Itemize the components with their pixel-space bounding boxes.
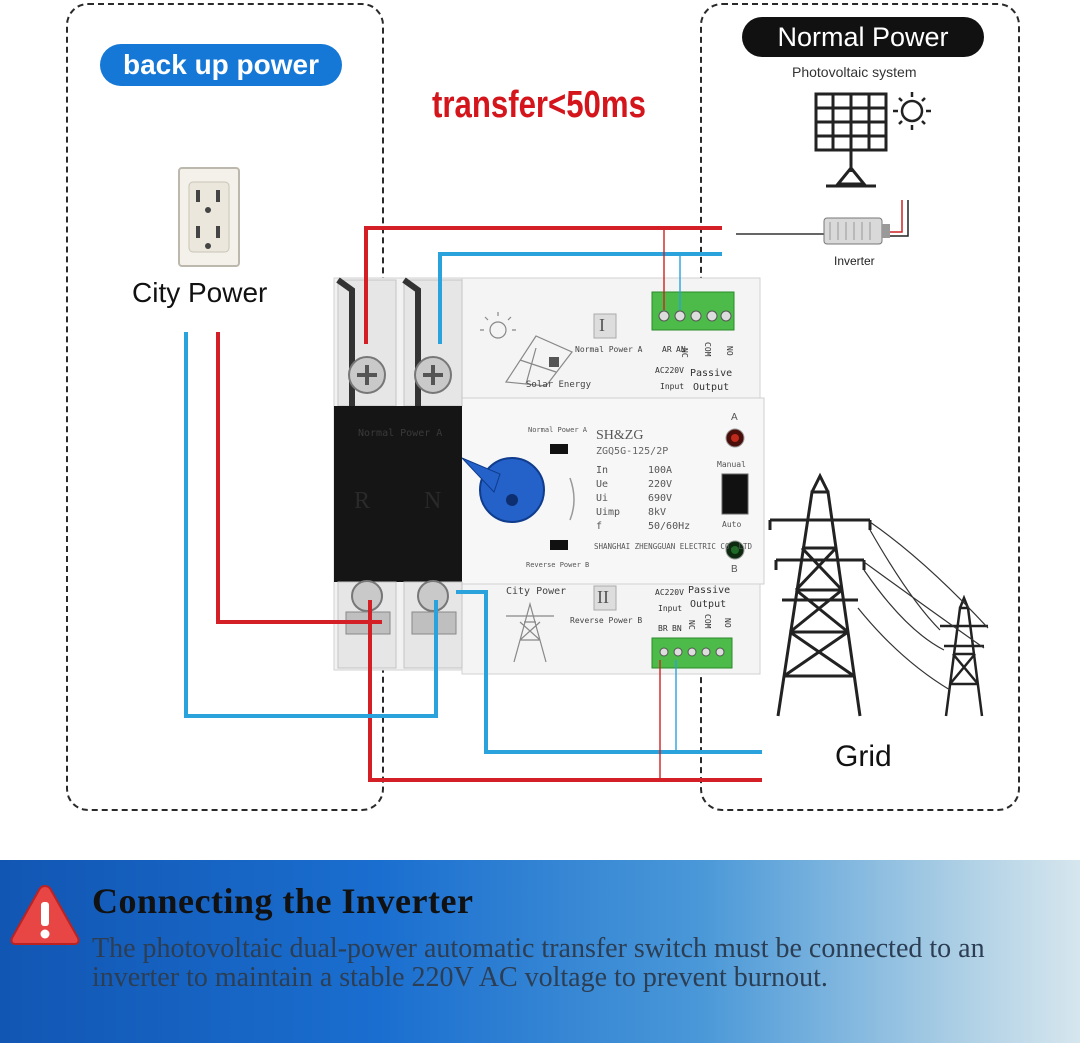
- terminal-bottom-com: COM: [703, 614, 712, 629]
- photovoltaic-system-label: Photovoltaic system: [792, 64, 917, 80]
- sun-icon: [893, 92, 931, 130]
- solar-panel-icon: [814, 92, 888, 188]
- transfer-switch-body: [333, 277, 765, 675]
- terminal-bottom-nc: NC: [687, 620, 696, 630]
- section-ii-label: II: [597, 587, 609, 607]
- banner-title: Connecting the Inverter: [92, 881, 474, 921]
- signal-wires: [659, 230, 681, 778]
- normal-power-a-top: Normal Power A: [575, 345, 643, 354]
- rotary-handle: [461, 457, 545, 523]
- output-bottom: Output: [690, 599, 727, 610]
- banner-body: The photovoltaic dual-power automatic tr…: [92, 933, 985, 993]
- normal-power-pill: Normal Power: [742, 17, 984, 57]
- left-letter-r: R: [354, 488, 371, 514]
- terminal-top-an: AN: [676, 345, 686, 354]
- wire-red: [216, 226, 762, 782]
- warning-icon: [10, 884, 80, 945]
- manual-label: Manual: [717, 460, 746, 469]
- indicator-b-label: B: [731, 564, 738, 575]
- power-tower-small-icon: [940, 594, 988, 717]
- power-tower-icon: [768, 472, 872, 717]
- black-panel-label: Normal Power A: [358, 428, 443, 439]
- wire-blue: [184, 252, 762, 754]
- city-power-label: City Power: [132, 277, 268, 308]
- backup-power-pill: back up power: [100, 44, 342, 86]
- reverse-power-b-bottom: Reverse Power B: [570, 616, 643, 625]
- left-letter-n: N: [424, 488, 442, 514]
- terminal-top-nc: NC: [680, 348, 689, 358]
- section-i-label: I: [599, 315, 605, 335]
- power-lines: [857, 521, 989, 691]
- wiring-diagram: [178, 92, 989, 782]
- input-bottom: Input: [658, 604, 683, 613]
- city-power-small-label: City Power: [506, 586, 567, 597]
- terminal-bottom-br: BR: [658, 624, 668, 633]
- ac220v-input-top: AC220V: [655, 366, 684, 375]
- passive-top: Passive: [690, 368, 733, 379]
- reverse-power-b-mid: Reverse Power B: [526, 561, 590, 569]
- model-label: ZGQ5G-125/2P: [596, 446, 669, 457]
- terminal-bottom-bn: BN: [672, 624, 682, 633]
- auto-label: Auto: [722, 520, 742, 529]
- terminal-bottom-no: NO: [723, 618, 732, 628]
- info-banner: Connecting the Inverter The photovoltaic…: [0, 860, 1080, 1043]
- passive-bottom: Passive: [688, 585, 731, 596]
- terminal-top-no: NO: [725, 346, 734, 356]
- solar-energy-label: Solar Energy: [526, 380, 592, 390]
- terminal-top-ar: AR: [662, 345, 672, 354]
- output-top: Output: [693, 382, 730, 393]
- input-top: Input: [660, 382, 685, 391]
- inverter-label: Inverter: [834, 254, 875, 268]
- normal-power-label: Normal Power: [777, 21, 949, 52]
- inverter-icon: [736, 200, 909, 245]
- normal-power-a-mid: Normal Power A: [528, 426, 588, 434]
- terminal-top-com: COM: [703, 342, 712, 357]
- indicator-a-label: A: [731, 412, 738, 423]
- ac220v-input-bottom: AC220V: [655, 588, 684, 597]
- brand-label: SH&ZG: [596, 428, 644, 443]
- grid-label: Grid: [835, 740, 892, 773]
- wall-outlet-icon: [178, 167, 240, 267]
- manufacturer-label: SHANGHAI ZHENGGUAN ELECTRIC CO.,LTD: [594, 542, 753, 551]
- backup-power-label: back up power: [122, 49, 320, 80]
- transfer-time-title: transfer<50ms: [432, 84, 646, 126]
